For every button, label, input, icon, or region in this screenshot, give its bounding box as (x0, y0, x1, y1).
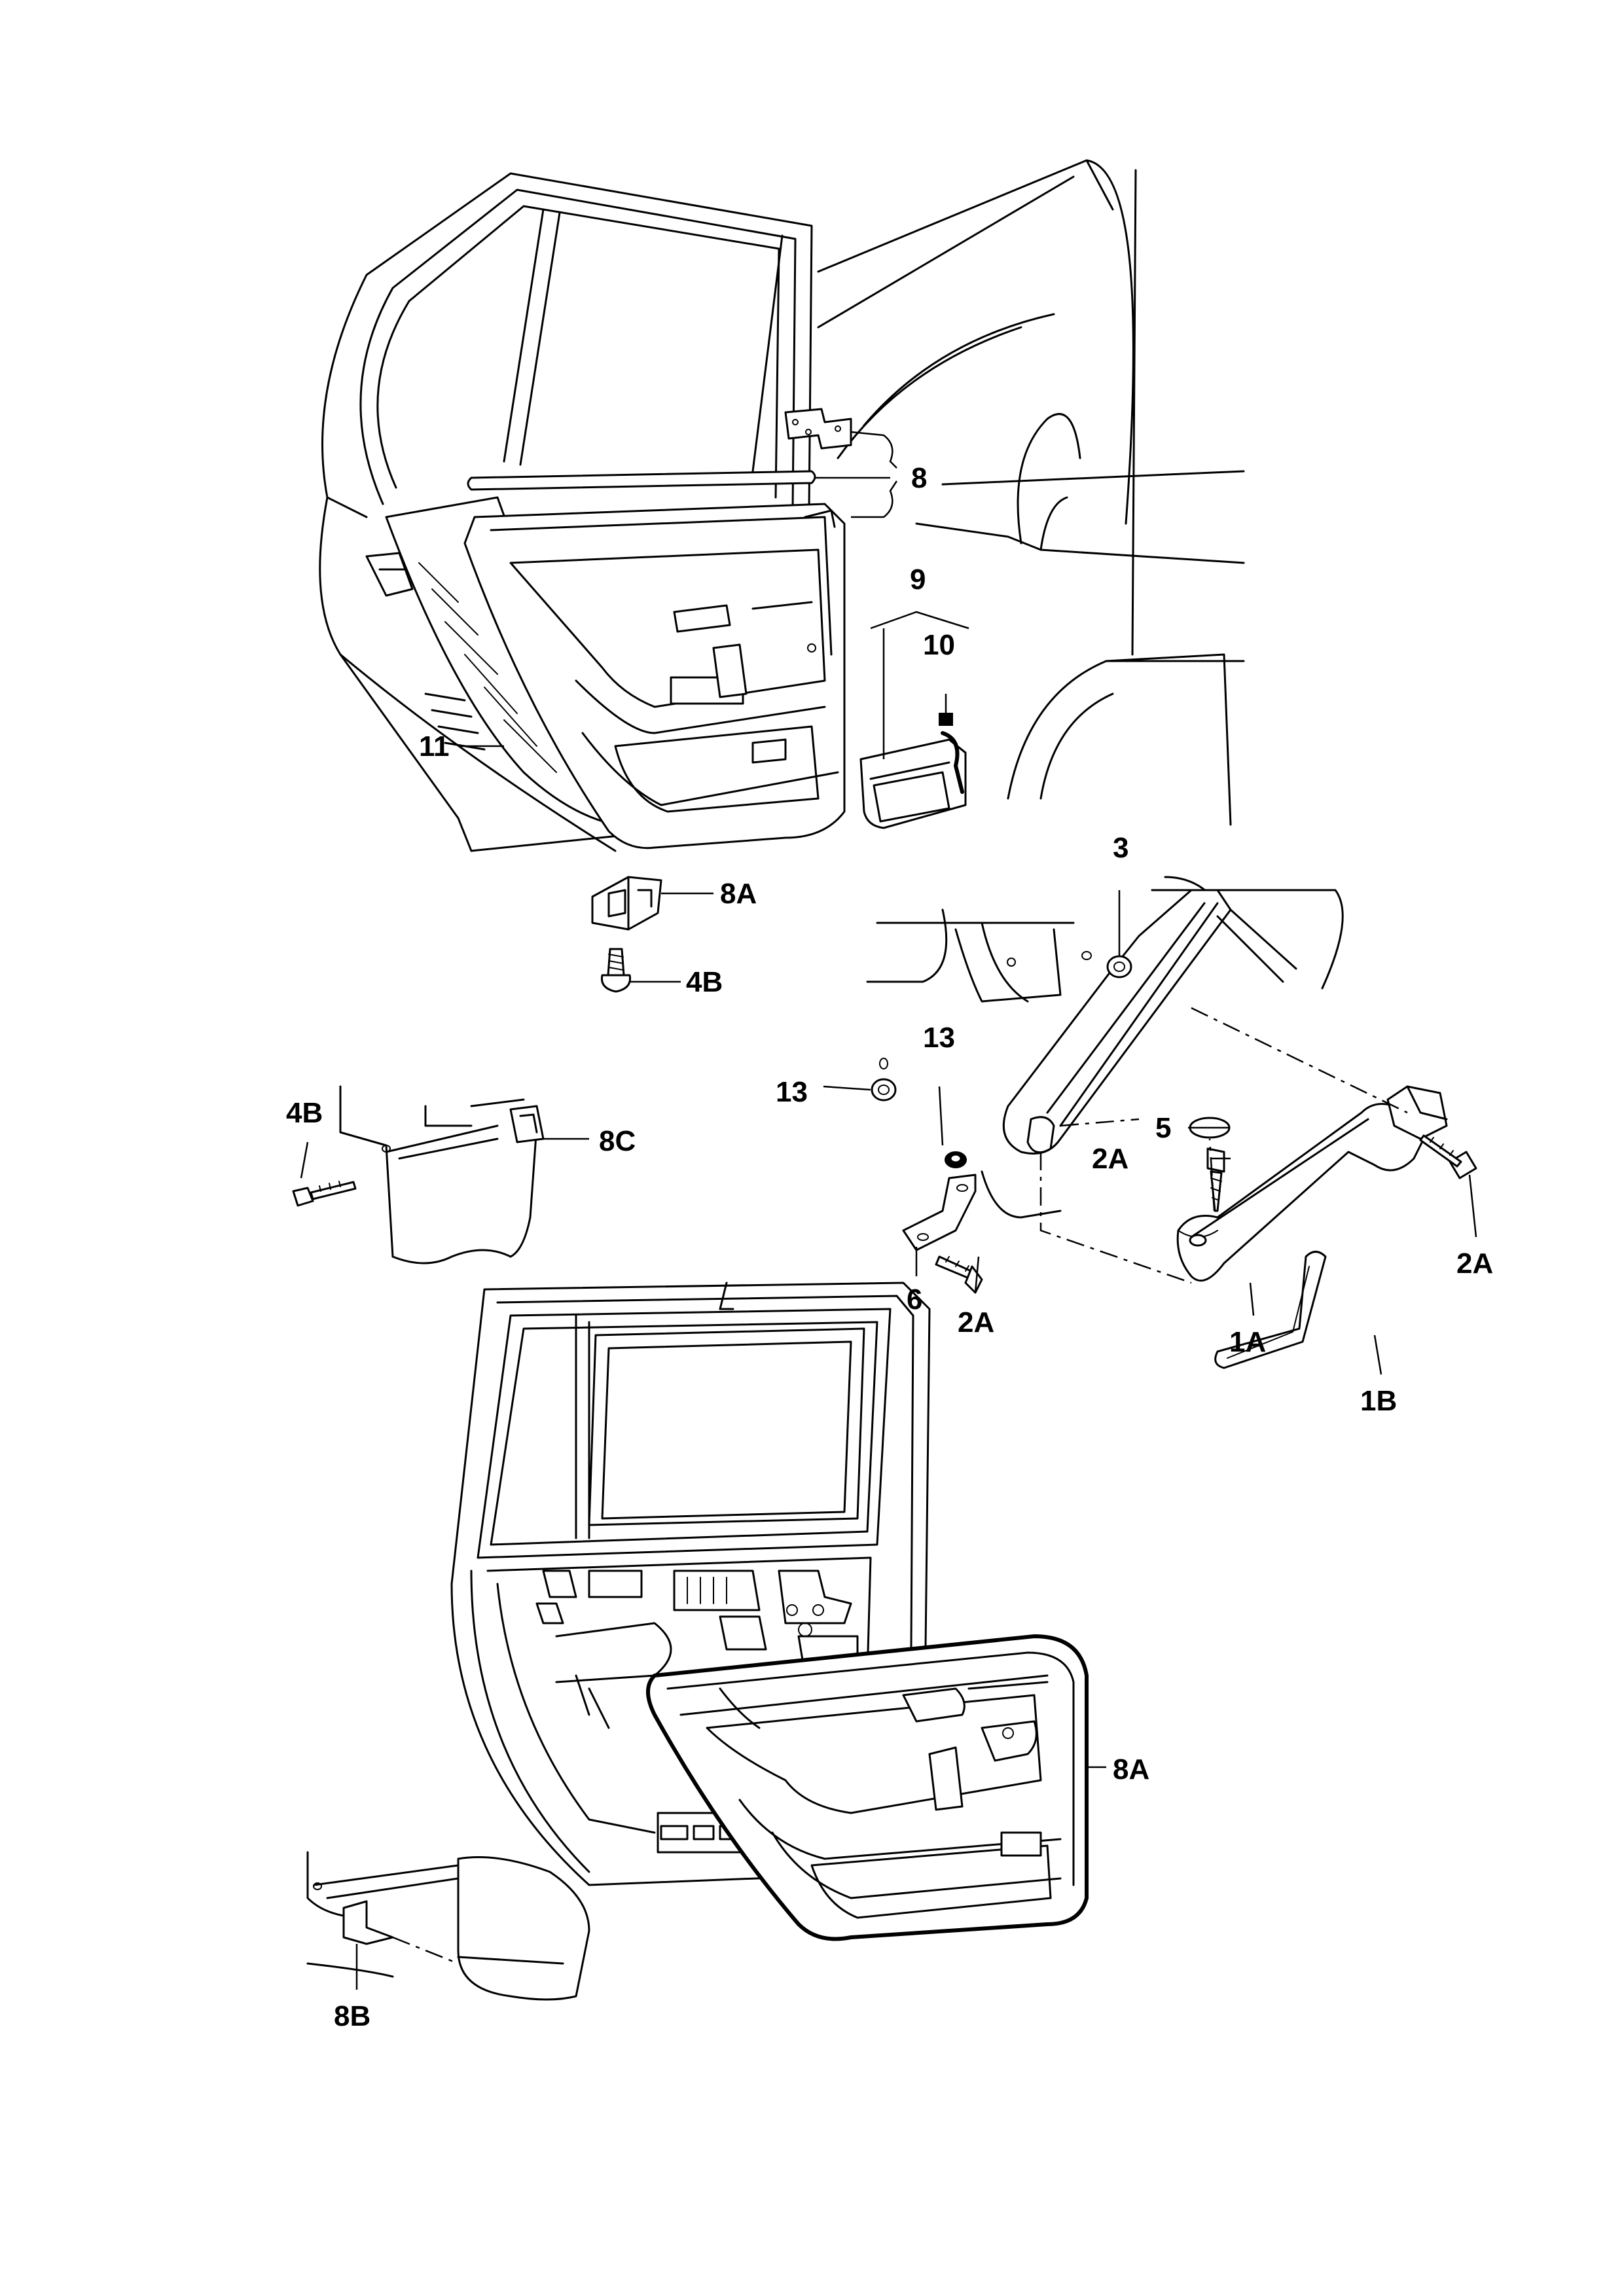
callout-10: 10 (923, 629, 955, 661)
callout-13-left: 13 (776, 1076, 808, 1108)
assembly-line (1039, 1152, 1192, 1284)
callout-5: 5 (1155, 1112, 1171, 1144)
callout-11: 11 (419, 730, 450, 762)
screw-2a-right (1419, 1134, 1477, 1179)
assembly-line (1208, 1138, 1216, 1211)
speaker-assembly (859, 713, 967, 829)
callout-3: 3 (1113, 832, 1128, 864)
handle-insert-strip (1214, 1251, 1327, 1369)
callout-13-right: 13 (923, 1022, 955, 1054)
callout-4b-left: 4B (286, 1097, 323, 1129)
floor-clip-detail (306, 1851, 590, 2001)
screw-4b-left (292, 1181, 357, 1207)
assembly-line (1191, 1007, 1408, 1114)
clip-bracket (784, 408, 852, 450)
bracket-6 (902, 1174, 977, 1251)
callout-9: 9 (910, 564, 926, 596)
trim-clip-8a-top (591, 876, 662, 931)
screw-4b-top (600, 948, 632, 993)
pillar-clip-detail (339, 1085, 545, 1265)
callout-8c: 8C (599, 1125, 636, 1157)
nut-13-right (945, 1151, 967, 1168)
door-trim-panel-top (463, 503, 846, 850)
leader-lines (300, 431, 1477, 1990)
seal-strip (467, 470, 816, 491)
pillar-section (866, 876, 1344, 1219)
callout-4b-top: 4B (686, 966, 723, 998)
door-trim-panel-bottom (646, 1634, 1089, 1941)
handle-end-cap (1386, 1085, 1448, 1140)
callout-1a: 1A (1229, 1326, 1266, 1358)
assembly-line (1060, 1118, 1140, 1127)
callout-1b: 1B (1360, 1385, 1397, 1417)
callout-8a-bottom: 8A (1113, 1753, 1149, 1785)
callout-2a-mid: 2A (1092, 1143, 1128, 1175)
grab-handle (1176, 1103, 1428, 1282)
nut-13-left (871, 1058, 897, 1102)
callout-6: 6 (907, 1283, 922, 1316)
callout-8a-top: 8A (720, 878, 757, 910)
callout-2a-right: 2A (1456, 1247, 1493, 1280)
callout-8b: 8B (334, 2000, 370, 2032)
callout-8: 8 (911, 462, 927, 494)
callout-2a-bracket: 2A (958, 1306, 994, 1338)
nut-3 (1081, 951, 1132, 978)
